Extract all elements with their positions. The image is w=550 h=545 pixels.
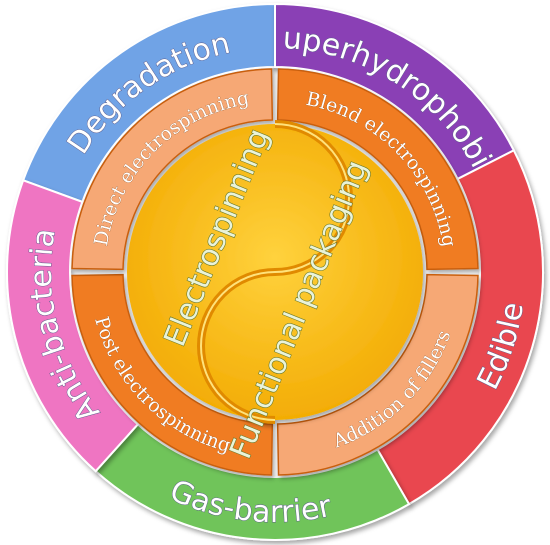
middle-ring bbox=[71, 68, 479, 476]
outer-segment-anti-bacteria bbox=[6, 179, 140, 473]
center-disc bbox=[127, 120, 423, 424]
middle-segment-post-electrospinning bbox=[71, 273, 274, 476]
middle-segment-blend-electrospinning bbox=[276, 68, 479, 271]
middle-segment-direct-electrospinning bbox=[71, 68, 274, 271]
outer-ring bbox=[6, 2, 544, 541]
middle-segment-addition-of-fillers bbox=[276, 273, 479, 476]
